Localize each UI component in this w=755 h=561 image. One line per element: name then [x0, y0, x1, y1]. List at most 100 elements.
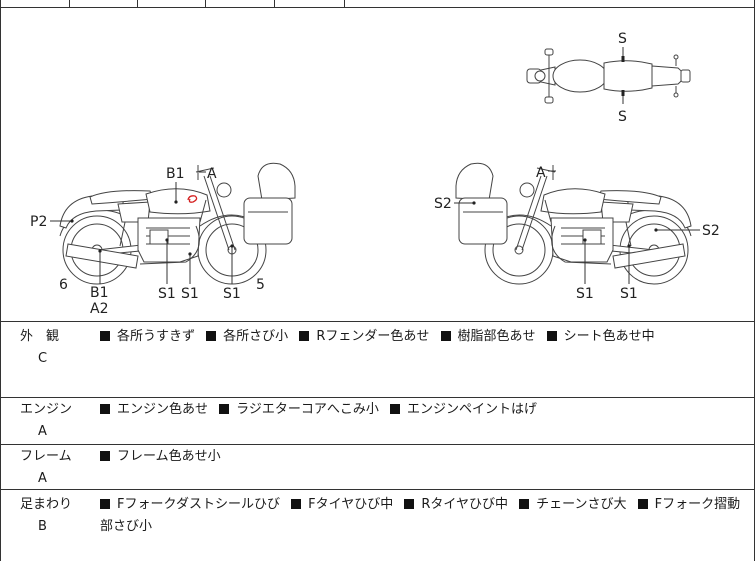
section-label: 足まわり B — [1, 494, 100, 561]
header-row-partial — [1, 0, 754, 8]
leader-dot — [583, 238, 587, 242]
section-label: エンジン A — [1, 399, 100, 444]
item-text: 各所さび小 — [223, 329, 289, 344]
item-text: Fフォーク摺動部さび小 — [100, 497, 741, 534]
item-text: フレーム色あせ小 — [117, 449, 221, 464]
list-item: Rフェンダー色あせ — [299, 329, 429, 344]
header-cell — [345, 0, 754, 7]
section-grade: B — [38, 519, 47, 534]
label-a2: A2 — [90, 301, 108, 317]
black-square-icon — [100, 451, 110, 461]
motorcycle-right-side-view — [455, 162, 692, 285]
section-row-suspension: 足まわり B Fフォークダストシールひび Fタイヤひび中 Rタイヤひび中 チェー… — [1, 490, 754, 561]
black-square-icon — [440, 331, 451, 341]
item-text: エンジンペイントはげ — [407, 402, 538, 417]
leader-dot — [174, 200, 178, 204]
label-p2: P2 — [30, 214, 47, 230]
item-text: 樹脂部色あせ — [457, 329, 536, 344]
header-cell — [1, 0, 70, 7]
motorcycle-top-view — [526, 48, 691, 104]
section-grade: C — [38, 351, 48, 366]
black-square-icon — [519, 499, 530, 509]
item-text: 各所うすきず — [117, 329, 196, 344]
black-square-icon — [291, 499, 302, 509]
list-item: フレーム色あせ小 — [100, 449, 221, 464]
label-s1: S1 — [620, 286, 638, 302]
label-s1: S1 — [576, 286, 594, 302]
label-s1: S1 — [181, 286, 199, 302]
black-square-icon — [219, 404, 230, 414]
section-items: フレーム色あせ小 — [100, 446, 754, 489]
header-cell — [138, 0, 206, 7]
leader-dot — [654, 228, 658, 232]
black-square-icon — [404, 499, 415, 509]
label-6: 6 — [59, 277, 68, 293]
leader-dot — [621, 90, 625, 96]
list-item: 各所うすきず — [100, 329, 195, 344]
black-square-icon — [299, 331, 310, 341]
section-category: フレーム — [20, 449, 72, 464]
leader-dot — [98, 249, 102, 253]
label-a-upper: A — [207, 166, 217, 182]
list-item: 各所さび小 — [206, 329, 288, 344]
section-items: エンジン色あせ ラジエターコアへこみ小 エンジンペイントはげ — [100, 399, 754, 444]
section-items: 各所うすきず 各所さび小 Rフェンダー色あせ 樹脂部色あせ シート色あせ中 — [100, 326, 754, 397]
section-category: エンジン — [20, 402, 73, 417]
section-row-frame: フレーム A フレーム色あせ小 — [1, 445, 754, 490]
black-square-icon — [546, 331, 557, 341]
label-s2-right: S2 — [702, 223, 720, 239]
list-item: Fタイヤひび中 — [291, 497, 393, 512]
item-text: チェーンさび大 — [536, 497, 627, 512]
damage-mark — [187, 195, 198, 203]
label-s-upper: S — [618, 31, 627, 47]
leader-dot — [188, 252, 192, 256]
label-a-upper: A — [536, 165, 546, 181]
section-label: 外 観 C — [1, 326, 100, 397]
item-text: ラジエターコアへこみ小 — [236, 402, 379, 417]
section-row-engine: エンジン A エンジン色あせ ラジエターコアへこみ小 エンジンペイントはげ — [1, 398, 754, 445]
leader-dot — [230, 244, 234, 248]
item-text: Rフェンダー色あせ — [316, 329, 430, 344]
list-item: エンジン色あせ — [100, 402, 208, 417]
section-category: 外 観 — [20, 329, 60, 344]
header-cell — [70, 0, 138, 7]
section-items: Fフォークダストシールひび Fタイヤひび中 Rタイヤひび中 チェーンさび大 Fフ… — [100, 494, 754, 561]
diagram-canvas: B1 A P2 6 B1 A2 S1 S1 S1 5 A S2 S2 S1 — [30, 31, 720, 317]
section-category: 足まわり — [20, 497, 73, 512]
section-row-exterior: 外 観 C 各所うすきず 各所さび小 Rフェンダー色あせ 樹脂部色あせ シート色… — [1, 322, 754, 398]
black-square-icon — [637, 499, 648, 509]
list-item: Rタイヤひび中 — [404, 497, 508, 512]
list-item: エンジンペイントはげ — [390, 402, 537, 417]
item-text: Rタイヤひび中 — [421, 497, 508, 512]
header-cell — [275, 0, 345, 7]
item-text: エンジン色あせ — [117, 402, 209, 417]
black-square-icon — [100, 331, 110, 341]
list-item: チェーンさび大 — [519, 497, 627, 512]
leader-dot — [165, 238, 169, 242]
leader-dot — [70, 219, 74, 223]
section-grade: A — [38, 471, 47, 486]
leader-dot — [627, 244, 631, 248]
label-5: 5 — [256, 277, 265, 293]
list-item: ラジエターコアへこみ小 — [219, 402, 379, 417]
list-item: Fフォーク摺動部さび小 — [100, 497, 740, 534]
label-b1-lower: B1 — [90, 285, 109, 301]
section-grade: A — [38, 424, 47, 439]
list-item: 樹脂部色あせ — [440, 329, 536, 344]
leader-dot — [621, 56, 625, 62]
list-item: Fフォークダストシールひび — [100, 497, 280, 512]
motorcycle-diagram: B1 A P2 6 B1 A2 S1 S1 S1 5 A S2 S2 S1 — [1, 8, 754, 322]
header-cell — [206, 0, 275, 7]
list-item: シート色あせ中 — [546, 329, 655, 344]
label-s1: S1 — [223, 286, 241, 302]
label-b1-upper: B1 — [166, 166, 185, 182]
section-label: フレーム A — [1, 446, 100, 489]
black-square-icon — [390, 404, 401, 414]
black-square-icon — [206, 331, 217, 341]
label-s-lower: S — [618, 109, 627, 125]
label-s2-left: S2 — [434, 196, 452, 212]
item-text: Fタイヤひび中 — [308, 497, 394, 512]
item-text: シート色あせ中 — [563, 329, 655, 344]
label-s1: S1 — [158, 286, 176, 302]
